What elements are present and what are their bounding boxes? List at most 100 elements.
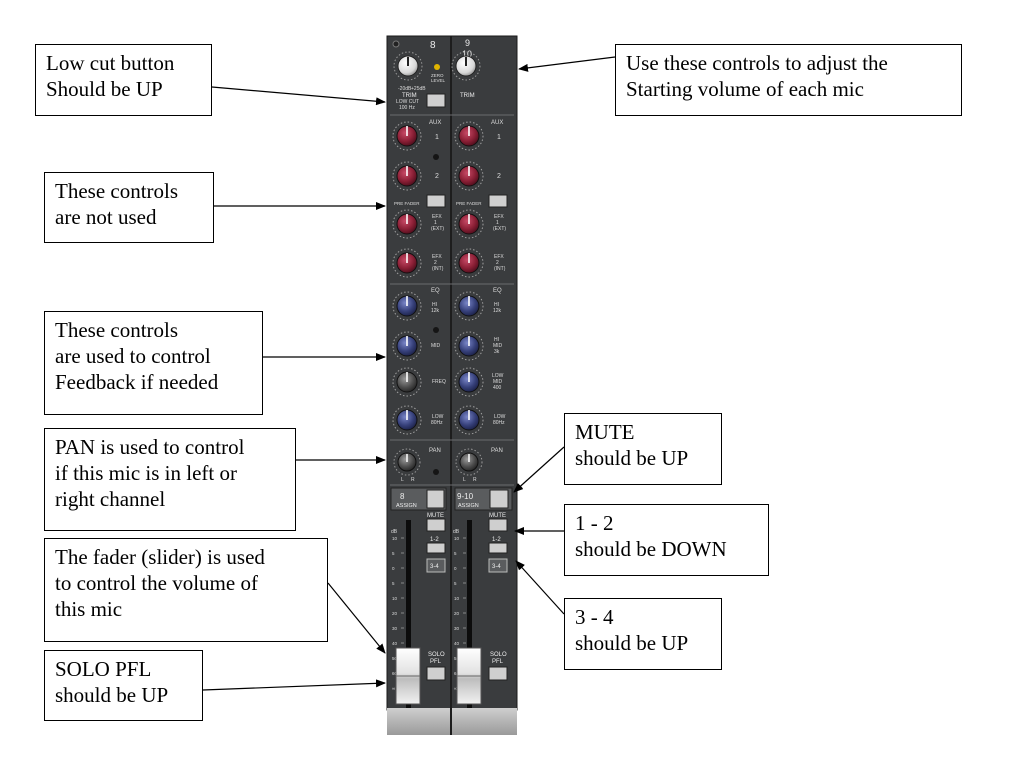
- assign-button-left[interactable]: [426, 489, 445, 509]
- fader-scale-label: 0: [454, 566, 457, 571]
- svg-text:2: 2: [434, 260, 437, 266]
- eq-mid-knob-left[interactable]: [392, 331, 422, 361]
- fader-scale-label: ∞: [392, 686, 395, 691]
- svg-text:HI: HI: [494, 337, 499, 343]
- fader-scale-label: 0: [392, 566, 395, 571]
- svg-text:3k: 3k: [494, 349, 500, 355]
- svg-text:SOLO: SOLO: [428, 652, 445, 658]
- eq-low-knob-left[interactable]: [392, 405, 422, 435]
- low-cut-button[interactable]: [426, 93, 446, 108]
- svg-text:EQ: EQ: [493, 288, 502, 294]
- pre-fader-button-left[interactable]: [426, 194, 446, 208]
- channel-9-number: 9: [465, 38, 470, 48]
- fader-scale-label: 5: [392, 551, 395, 556]
- fader-scale-label: 30: [392, 626, 398, 631]
- pan-knob-right[interactable]: [455, 448, 483, 476]
- fader-scale-label: 5: [392, 581, 395, 586]
- zero-level-led: [434, 64, 440, 70]
- fader-right[interactable]: [456, 647, 482, 705]
- svg-text:PAN: PAN: [491, 448, 503, 454]
- svg-text:3-4: 3-4: [430, 564, 439, 570]
- fader-scale-label: ∞: [454, 686, 457, 691]
- svg-text:EFX: EFX: [494, 254, 504, 260]
- eq-low-knob-right[interactable]: [454, 405, 484, 435]
- svg-text:12k: 12k: [493, 308, 502, 314]
- svg-text:2: 2: [435, 173, 439, 180]
- callout-low-cut: Low cut button Should be UP: [35, 44, 212, 116]
- eq-himid-knob-right[interactable]: [454, 331, 484, 361]
- mute-button-right[interactable]: [488, 518, 508, 532]
- eq-freq-knob-left[interactable]: [392, 367, 422, 397]
- assign-button-right[interactable]: [489, 489, 509, 509]
- bus34-button-left[interactable]: [426, 558, 446, 573]
- aux-knob-left-1[interactable]: [392, 121, 422, 151]
- channel-10-number: 10: [462, 49, 472, 59]
- fader-scale-label: 10: [392, 596, 398, 601]
- aux-knob-left-2[interactable]: [392, 161, 422, 191]
- svg-text:100 Hz: 100 Hz: [399, 105, 415, 111]
- svg-text:400: 400: [493, 385, 502, 391]
- svg-text:1-2: 1-2: [492, 537, 501, 543]
- svg-text:L: L: [401, 477, 404, 483]
- svg-text:1: 1: [434, 220, 437, 226]
- svg-text:LOW CUT: LOW CUT: [396, 99, 419, 105]
- eq-hi-knob-right[interactable]: [454, 291, 484, 321]
- eq-lowmid-knob-right[interactable]: [454, 367, 484, 397]
- trim-knob-right[interactable]: [451, 51, 481, 81]
- fader-slot-left: [406, 520, 411, 708]
- svg-text:80Hz: 80Hz: [431, 420, 443, 426]
- bus12-button-right[interactable]: [488, 542, 508, 554]
- callout-fader: The fader (slider) is used to control th…: [44, 538, 328, 642]
- fader-scale-label: 60: [392, 671, 398, 676]
- aux-knob-right-4[interactable]: [454, 248, 484, 278]
- svg-text:3-4: 3-4: [492, 564, 501, 570]
- aux-knob-right-1[interactable]: [454, 121, 484, 151]
- fader-scale-label: 20: [392, 611, 398, 616]
- eq-knobs[interactable]: [392, 291, 484, 435]
- aux-knob-left-3[interactable]: [392, 209, 422, 239]
- solo-pfl-button-right[interactable]: [488, 666, 508, 681]
- svg-text:2: 2: [496, 260, 499, 266]
- svg-text:(EXT): (EXT): [493, 226, 506, 232]
- fader-scale-label: 50: [392, 656, 398, 661]
- svg-text:1: 1: [497, 134, 501, 141]
- bus34-button-right[interactable]: [488, 558, 508, 573]
- trim-label-right: TRIM: [460, 93, 475, 99]
- aux-knob-right-3[interactable]: [454, 209, 484, 239]
- mute-button-left[interactable]: [426, 518, 446, 532]
- svg-text:EQ: EQ: [431, 288, 440, 294]
- trim-knob-left[interactable]: [393, 51, 423, 81]
- fader-scale-label: 40: [454, 641, 460, 646]
- svg-text:EFX: EFX: [432, 214, 442, 220]
- aux-knobs[interactable]: [392, 121, 484, 278]
- fader-scale-label: 10: [392, 536, 398, 541]
- fader-slot-right: [467, 520, 472, 708]
- eq-hi-knob-left[interactable]: [392, 291, 422, 321]
- callout-bus12: 1 - 2 should be DOWN: [564, 504, 769, 576]
- assign-number-right: 9-10: [457, 492, 474, 501]
- pan-knob-left[interactable]: [393, 448, 421, 476]
- assign-number-left: 8: [400, 492, 405, 501]
- svg-text:HI: HI: [494, 302, 499, 308]
- callout-solo: SOLO PFL should be UP: [44, 650, 203, 721]
- svg-text:LOW: LOW: [494, 414, 506, 420]
- svg-text:PFL: PFL: [430, 659, 442, 665]
- solo-pfl-button-left[interactable]: [426, 666, 446, 681]
- aux-knob-right-2[interactable]: [454, 161, 484, 191]
- svg-text:1: 1: [496, 220, 499, 226]
- pre-fader-button-right[interactable]: [488, 194, 508, 208]
- fader-left[interactable]: [395, 647, 421, 705]
- callout-mute: MUTE should be UP: [564, 413, 722, 485]
- fader-scale-label: 5: [454, 581, 457, 586]
- svg-text:LEVEL: LEVEL: [431, 78, 446, 83]
- svg-text:FREQ: FREQ: [432, 379, 446, 385]
- svg-text:AUX: AUX: [491, 120, 503, 126]
- aux-knob-left-4[interactable]: [392, 248, 422, 278]
- svg-text:MID: MID: [493, 343, 503, 349]
- arrow-low-cut: [211, 86, 386, 106]
- svg-text:1-2: 1-2: [430, 537, 439, 543]
- bus12-button-left[interactable]: [426, 542, 446, 554]
- svg-text:MUTE: MUTE: [489, 513, 506, 519]
- svg-text:MID: MID: [493, 379, 503, 385]
